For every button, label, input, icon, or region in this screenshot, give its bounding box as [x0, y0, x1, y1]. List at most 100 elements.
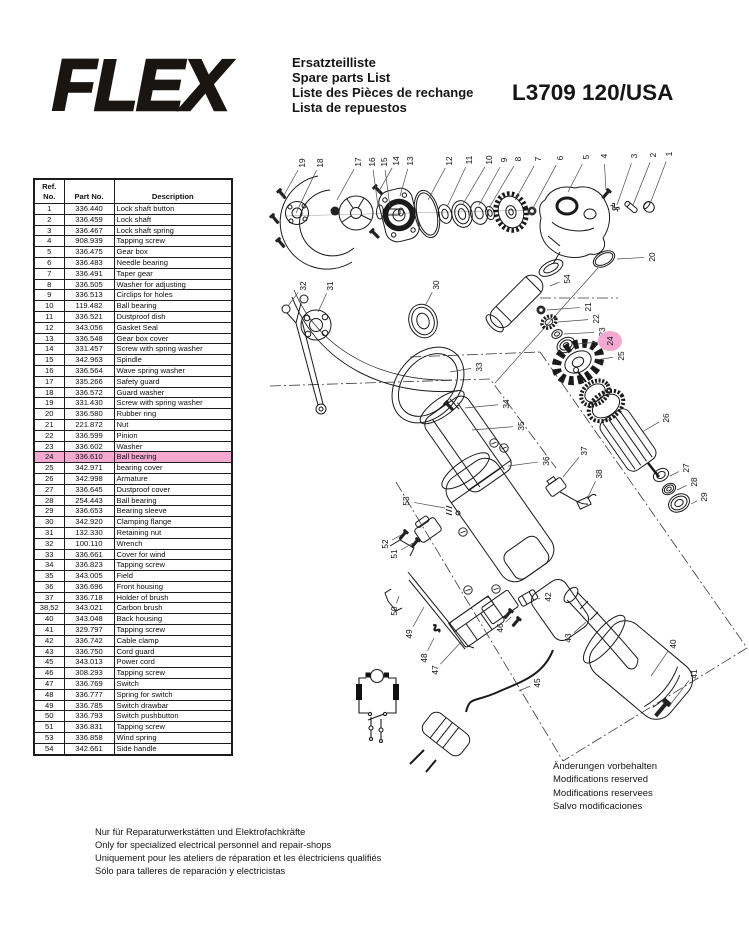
- callout-49: 49: [404, 629, 414, 639]
- leader-line: [462, 166, 486, 205]
- wind-cover-drawing: [391, 346, 465, 424]
- leader-line: [391, 534, 402, 541]
- callout-40: 40: [668, 639, 678, 649]
- callout-33: 33: [474, 362, 484, 372]
- desc-cell: Front housing: [113, 580, 233, 593]
- desc-cell: Circlips for holes: [113, 289, 233, 302]
- service-line-fr: Uniquement pour les ateliers de réparati…: [95, 852, 382, 863]
- part-cell: 336.653: [63, 505, 115, 518]
- clamping-flange-drawing: [408, 303, 438, 339]
- ref-header-line2: No.: [43, 192, 56, 201]
- leader-line: [669, 471, 680, 477]
- callout-36: 36: [541, 456, 551, 466]
- cord-guard-drawing: [563, 586, 639, 670]
- callout-14: 14: [391, 156, 401, 166]
- leader-line: [690, 500, 698, 505]
- modifications-line-en: Modifications reserved: [553, 774, 649, 786]
- callout-47: 47: [430, 665, 440, 675]
- guard-screws-drawing: [268, 187, 288, 250]
- desc-cell: bearing cover: [113, 462, 233, 474]
- leader-line: [549, 281, 560, 287]
- ref-cell: 20: [33, 408, 65, 420]
- part-cell: 336.769: [63, 678, 115, 690]
- desc-cell: Ball bearing: [113, 451, 233, 464]
- desc-cell: Holder of brush: [113, 591, 233, 604]
- title-line-fr: Liste des Pièces de rechange: [292, 85, 474, 100]
- callout-8: 8: [513, 156, 523, 161]
- gearbox-drawing: [538, 186, 611, 277]
- leader-line: [295, 170, 317, 214]
- ref-cell: 4: [33, 235, 65, 248]
- leader-line: [505, 616, 512, 623]
- ref-cell: 33: [33, 548, 65, 561]
- leader-line: [641, 421, 660, 433]
- leader-line: [424, 291, 433, 307]
- part-cell: 336.742: [63, 634, 115, 647]
- part-cell: 343.021: [63, 602, 115, 615]
- part-cell: 336.718: [63, 591, 115, 604]
- field-drawing: [419, 390, 512, 493]
- part-no-header: Part No.: [63, 178, 115, 204]
- modifications-line-es: Salvo modificaciones: [553, 801, 643, 813]
- leader-line: [440, 640, 463, 665]
- callout-20: 20: [647, 252, 657, 262]
- part-cell: 342.971: [63, 462, 115, 474]
- leader-line: [649, 161, 667, 205]
- desc-cell: Tapping screw: [113, 559, 233, 572]
- callout-7: 7: [533, 156, 543, 161]
- guard-washer-drawing: [285, 201, 309, 225]
- desc-cell: Tapping screw: [113, 624, 233, 636]
- part-cell: 336.610: [63, 451, 115, 464]
- callout-4: 4: [599, 153, 609, 158]
- ref-cell: 48: [33, 688, 65, 701]
- ref-cell: 28: [33, 494, 65, 507]
- ref-cell: 23: [33, 440, 65, 453]
- ref-cell: 6: [33, 256, 65, 269]
- leader-line: [478, 166, 501, 206]
- service-note-block: Nur für Reparaturwerkstätten und Elektro…: [95, 826, 381, 878]
- desc-cell: Bearing sleeve: [113, 505, 233, 518]
- service-line-es: Sólo para talleres de reparación y elect…: [95, 865, 286, 876]
- part-cell: 336.572: [63, 386, 115, 399]
- callout-32: 32: [298, 281, 308, 291]
- callout-10: 10: [484, 155, 494, 165]
- desc-cell: Washer: [113, 440, 233, 453]
- part-cell: 343.005: [63, 570, 115, 582]
- callout-30: 30: [431, 280, 441, 290]
- desc-cell: Ball bearing: [113, 300, 233, 312]
- flex-logo: FLEX: [51, 46, 232, 126]
- desc-cell: Needle bearing: [113, 256, 233, 269]
- part-cell: 329.797: [63, 624, 115, 636]
- retaining-nut-drawing: [300, 309, 332, 341]
- part-cell: 119.482: [63, 300, 115, 312]
- ref-cell: 26: [33, 472, 65, 485]
- ref-cell: 8: [33, 278, 65, 291]
- part-cell: 336.831: [63, 721, 115, 734]
- part-cell: 221.872: [63, 418, 115, 431]
- callout-3: 3: [629, 153, 639, 158]
- modifications-line-fr: Modifications reservees: [553, 787, 653, 799]
- leader-line: [576, 341, 603, 345]
- callout-29: 29: [699, 492, 709, 502]
- leader-line: [586, 481, 596, 500]
- part-cell: 336.602: [63, 440, 115, 453]
